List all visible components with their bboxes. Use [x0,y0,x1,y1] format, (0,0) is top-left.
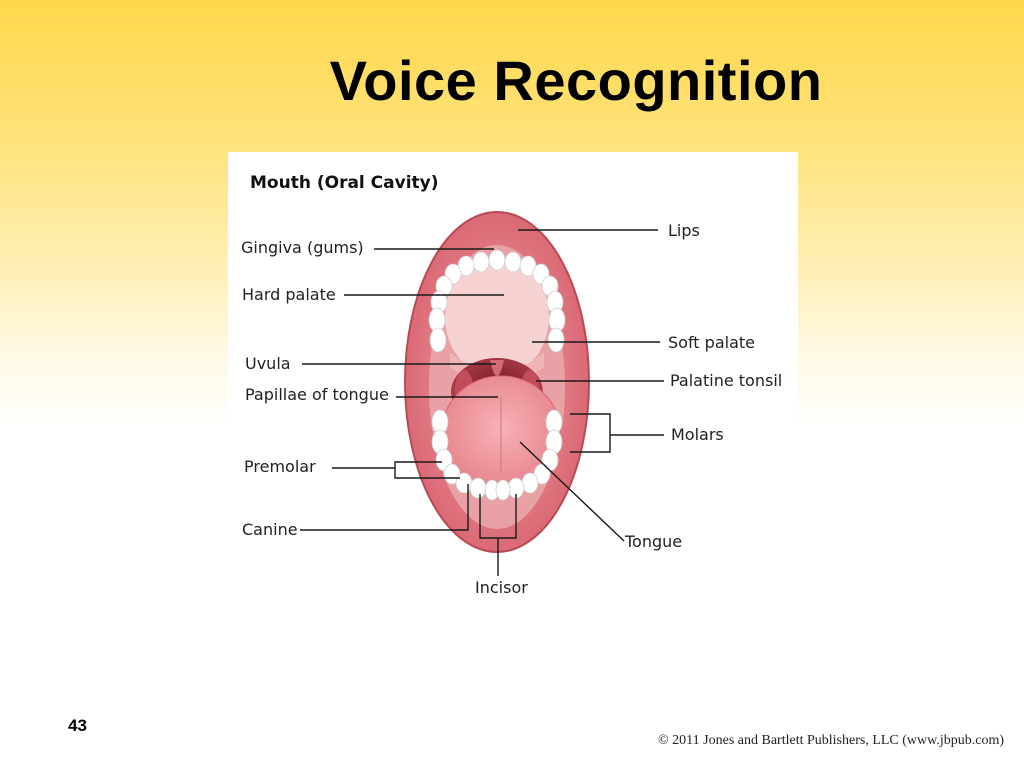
lower-teeth [431,409,563,501]
label-gingiva: Gingiva (gums) [241,238,364,257]
leader-lines [300,229,664,576]
label-hard-palate: Hard palate [242,285,336,304]
hard-palate-shape [445,257,549,377]
mouth-diagram: Mouth (Oral Cavity) [241,173,782,597]
label-palatine-tonsil: Palatine tonsil [670,371,782,390]
label-premolar: Premolar [244,457,316,476]
mouth-illustration [404,211,590,553]
label-uvula: Uvula [245,354,291,373]
label-canine: Canine [242,520,298,539]
label-molars: Molars [671,425,724,444]
label-tongue: Tongue [624,532,682,551]
copyright-notice: © 2011 Jones and Bartlett Publishers, LL… [658,733,1004,748]
label-lips: Lips [668,221,700,240]
label-papillae: Papillae of tongue [245,385,389,404]
upper-teeth [428,249,566,353]
label-incisor: Incisor [475,578,528,597]
page-number: 43 [68,716,87,735]
slide-title: Voice Recognition [329,49,823,112]
diagram-heading: Mouth (Oral Cavity) [250,173,439,193]
label-soft-palate: Soft palate [668,333,755,352]
mouth-diagram-panel: Mouth (Oral Cavity) [228,152,798,610]
